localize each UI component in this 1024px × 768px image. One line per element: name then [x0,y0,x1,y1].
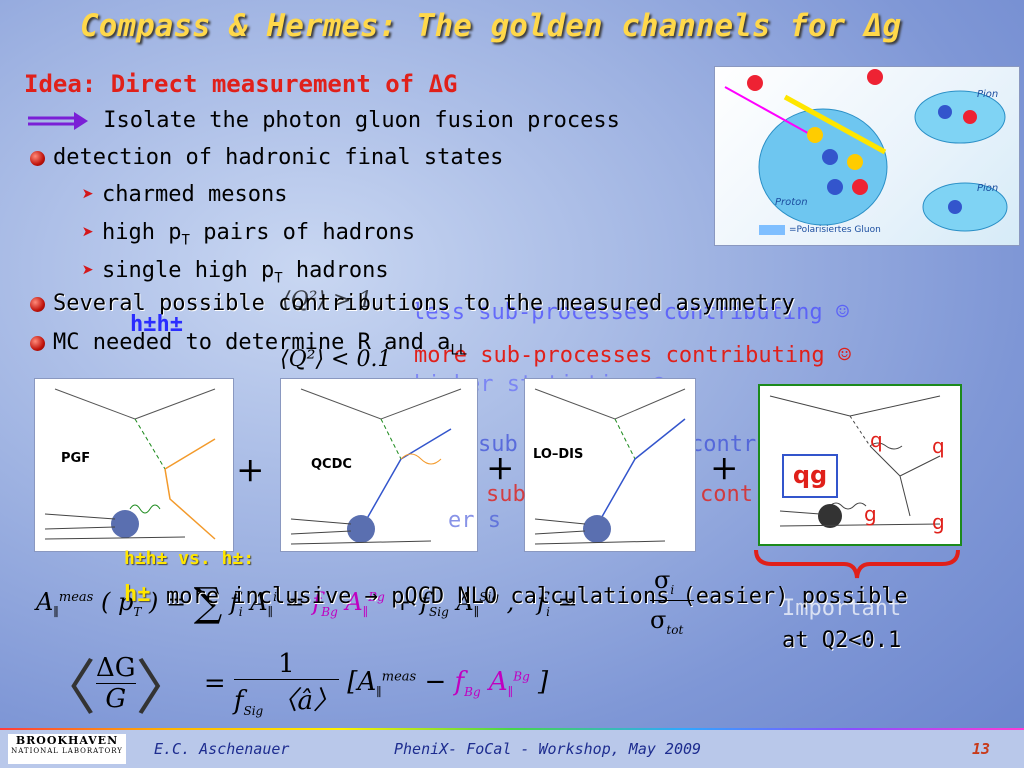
qg-box: qg [782,454,838,498]
diagram-qcdc: QCDC [280,378,478,552]
pion-label-bottom: Pion [977,183,999,194]
hh-vs-h: h±h± vs. h±: [124,548,255,569]
important-text: Important [782,596,902,621]
diagram-qg: q q g g [758,384,962,546]
plus-sign: + [486,448,515,488]
logo-top: BROOKHAVEN [15,734,119,747]
h-pm-label: h± [124,582,151,607]
sub-item-tail: hadrons [282,258,389,283]
contr-partial: contr [690,432,757,457]
detection-line: detection of hadronic final states [30,145,503,170]
sub-item-text: high p [102,220,182,245]
at-q2-text: at Q2<0.1 [782,628,902,653]
double-arrow-icon [28,112,88,130]
q-label: q [932,434,945,458]
footer: BROOKHAVEN NATIONAL LABORATORY E.C. Asch… [0,730,1024,768]
isolate-line: Isolate the photon gluon fusion process [28,108,620,133]
sub-partial-2: sub [486,482,526,507]
brace-icon [754,549,960,579]
bullet-icon [30,335,45,351]
diagram-label: PGF [61,451,91,466]
diagram-label: QCDC [311,457,352,472]
sub-item-text: single high p [102,258,275,283]
more-sub-text: more sub-processes contributing ☺ [414,343,852,368]
q2-greater: ⟨Q²⟩ > 1 [282,288,373,313]
sub-item-highpt-pairs: ➤ high pT pairs of hadrons [82,220,415,248]
pgf-process-figure: Pion Pion Proton =Polarisiertes Gluon [714,66,1020,246]
sub-item-single-highpt: ➤ single high pT hadrons [82,258,389,286]
mc-text: MC needed to determine R and a [53,330,451,355]
fraction-bar [650,600,694,601]
mc-sub: LL [450,342,468,359]
proton-label: Proton [775,197,808,208]
slide-title: Compass & Hermes: The golden channels fo… [80,8,902,44]
mc-line: MC needed to determine R and aLL [30,330,467,358]
footer-author: E.C. Aschenauer [154,740,290,758]
diagram-lo-dis: LO–DIS [524,378,696,552]
inclusive-text: more inclusive → pQCD NLO calculations (… [166,584,908,609]
sub-partial-1: sub [478,432,518,457]
g-label: g [932,510,945,534]
arrow-bullet-icon: ➤ [82,258,95,282]
several-text: Several possible contributions to the me… [53,291,795,316]
sub-item-text: charmed mesons [102,182,288,207]
bnl-logo: BROOKHAVEN NATIONAL LABORATORY [8,734,126,764]
er-s-partial: er s [448,508,501,533]
sub-item-charmed: ➤ charmed mesons [82,182,287,207]
logo-bottom: NATIONAL LABORATORY [11,747,123,755]
page-number: 13 [972,740,991,758]
bullet-icon [30,150,45,166]
g-label: g [864,502,877,526]
sigma-i: σi [654,566,675,597]
bullet-icon [30,296,45,312]
detection-text: detection of hadronic final states [53,145,504,170]
plus-sign: + [236,450,265,490]
plus-sign: + [710,448,739,488]
pion-label-top: Pion [977,89,999,100]
sigma-i-symbol: σ [654,566,671,594]
less-sub-text: less sub-processes contributing ☺ [412,300,850,325]
q2-less: ⟨Q²⟩ < 0.1 [280,347,392,372]
sigma-tot: σtot [650,606,684,637]
asymmetry-formula: A∥meas ( pT ) = ∑ fi A∥i = fBg A∥Bg + fS… [36,580,578,626]
footer-event: PheniX- FoCal - Workshop, May 2009 [394,740,702,758]
diagram-label: LO–DIS [533,447,584,462]
q-label: q [870,428,883,452]
subscript-t: T [181,232,190,249]
idea-heading: Idea: Direct measurement of ΔG [24,70,458,98]
sigma-tot-symbol: σ [650,606,667,634]
legend-label: =Polarisiertes Gluon [789,225,881,235]
isolate-text: Isolate the photon gluon fusion process [103,108,620,133]
diagram-pgf: PGF [34,378,234,552]
several-line: Several possible contributions to the me… [30,291,795,316]
sub-item-tail: pairs of hadrons [189,220,416,245]
arrow-bullet-icon: ➤ [82,182,95,206]
subscript-t: T [274,270,283,287]
cont-partial: cont [700,482,753,507]
arrow-bullet-icon: ➤ [82,220,95,244]
hh-label: h±h± [130,312,183,337]
